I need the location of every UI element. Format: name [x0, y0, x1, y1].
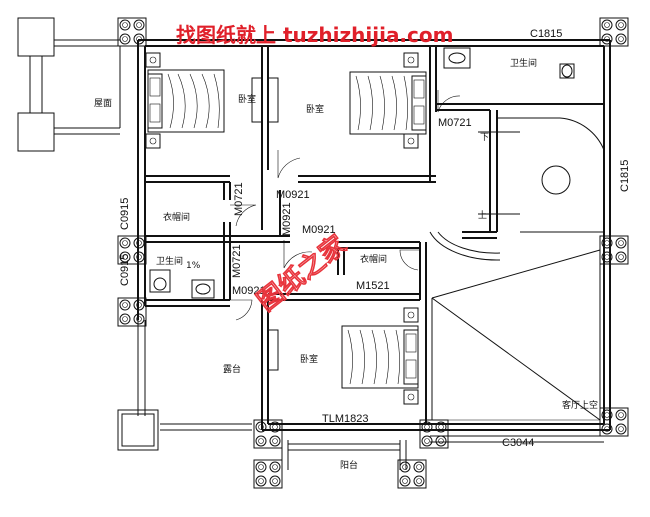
balcony-outline	[281, 435, 604, 470]
column-block	[599, 17, 629, 47]
bed-bottom	[341, 325, 419, 389]
bed-top-mid	[349, 71, 427, 135]
room-label-bedroom-top-mid: 卧室	[306, 103, 324, 115]
room-label-closet-mid: 衣帽间	[360, 253, 387, 265]
column-blocks	[117, 17, 629, 489]
column-block	[397, 459, 427, 489]
room-label-bedroom-top-left: 卧室	[238, 93, 256, 105]
wardrobes	[251, 77, 279, 371]
window-code-c3044: C3044	[502, 437, 534, 449]
exterior-walls	[137, 39, 611, 431]
roof-area	[17, 17, 121, 152]
room-label-living-void: 客厅上空	[562, 399, 598, 411]
room-label-bathroom-top-right: 卫生间	[510, 57, 537, 69]
floor-slope-label: 1%	[186, 261, 201, 271]
door-code-m0721-right: M0721	[438, 117, 472, 129]
stair-down-label: 下	[480, 133, 489, 143]
room-label-roof: 屋面	[94, 98, 112, 109]
bed-top-left	[147, 69, 225, 133]
window-code-c0915-lower: C0915	[119, 254, 131, 286]
room-label-bedroom-bottom: 卧室	[300, 353, 318, 365]
interior-walls	[145, 46, 604, 424]
spiral-staircase	[429, 117, 605, 261]
column-block	[117, 17, 147, 47]
window-code-c0915-upper: C0915	[119, 198, 131, 230]
door-code-m0721-vertical-lower: M0721	[231, 244, 243, 278]
column-block	[117, 297, 147, 327]
door-code-m0921-a: M0921	[276, 189, 310, 201]
door-swings	[230, 90, 461, 321]
door-code-m0921-c: M0921	[232, 285, 266, 297]
room-label-terrace: 露台	[223, 363, 241, 375]
door-code-m0721-vertical: M0721	[233, 182, 245, 216]
living-void-lines	[431, 249, 601, 421]
door-code-m0921-vertical: M0921	[281, 202, 293, 236]
room-label-bathroom-left: 卫生间	[156, 255, 183, 267]
window-code-c1815-right: C1815	[619, 160, 631, 192]
nightstands	[145, 52, 419, 405]
window-code-c1815-top: C1815	[530, 28, 562, 40]
door-code-m1521: M1521	[356, 280, 390, 292]
watermark-top-text: 找图纸就上 tuzhizhijia.com	[176, 23, 453, 47]
room-label-closet-left: 衣帽间	[163, 211, 190, 223]
terrace-outline	[117, 320, 252, 451]
bathroom-fixtures	[149, 47, 575, 299]
door-code-m0921-b: M0921	[302, 224, 336, 236]
door-code-tlm1823: TLM1823	[322, 413, 368, 425]
column-block	[419, 419, 449, 449]
stair-up-label: 上	[478, 210, 487, 221]
room-label-balcony: 阳台	[340, 459, 358, 471]
column-block	[253, 459, 283, 489]
